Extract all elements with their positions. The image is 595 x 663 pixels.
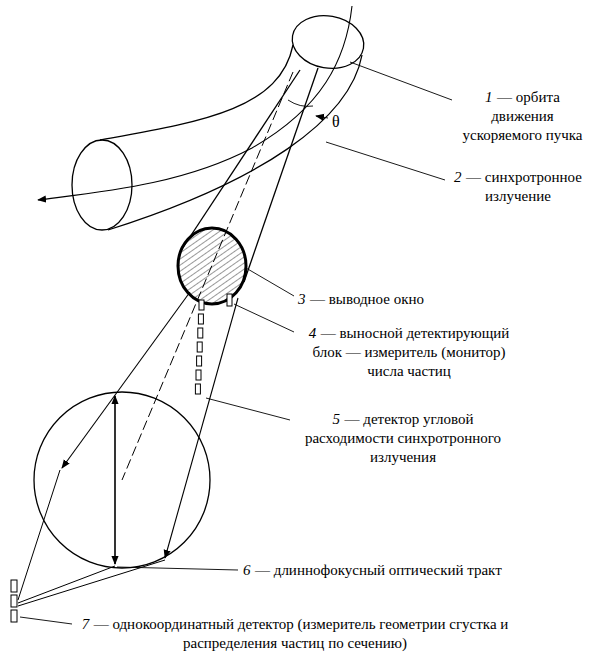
- leader-line: [326, 142, 445, 180]
- focus-ray: [18, 470, 60, 600]
- part-label: — длиннофокусный оптический тракт: [255, 562, 502, 578]
- chamber-end: [72, 140, 132, 230]
- leader-line: [234, 304, 294, 332]
- label-group: 7— однокоординатный детектор (измеритель…: [75, 615, 515, 653]
- leader-line: [350, 62, 452, 100]
- label-group: 5— детектор угловой расходимости синхрот…: [292, 410, 514, 466]
- exit-window: [178, 228, 246, 304]
- detector-cell: [198, 314, 203, 324]
- callout-number: 7: [82, 616, 90, 632]
- callout-number: 1: [485, 89, 493, 105]
- detector-cell: [199, 300, 204, 310]
- detector-cell: [197, 342, 202, 352]
- callout-number: 4: [309, 325, 317, 341]
- part-label: — синхротронное излучение: [466, 169, 582, 204]
- part-label: θ: [332, 113, 340, 130]
- leader-line: [117, 567, 238, 570]
- focus-ray: [18, 566, 115, 603]
- orbit-line: [38, 6, 352, 200]
- label-group: 3— выводное окно: [298, 290, 518, 309]
- callout-number: 3: [298, 291, 306, 307]
- chamber-edge: [108, 55, 362, 230]
- strip-detector: [11, 580, 17, 592]
- strip-detector: [11, 610, 17, 622]
- detector-cell: [197, 356, 202, 366]
- angle-arc: [288, 100, 313, 106]
- part-label: — орбита движения ускоряемого пучка: [462, 89, 582, 143]
- part-label: — выводное окно: [310, 291, 424, 307]
- label-group: 1— орбита движения ускоряемого пучка: [455, 88, 590, 144]
- divergence-detector: [195, 300, 204, 394]
- radiation-cone: [180, 70, 300, 252]
- leader-line: [246, 268, 294, 296]
- callout-number: 6: [243, 562, 251, 578]
- part-label: — выносной детектирующий блок — измерите…: [312, 325, 509, 379]
- lens-arrow: [114, 396, 116, 564]
- monitor-detector: [227, 294, 232, 306]
- beam-line: [62, 292, 190, 468]
- lens-circle: [34, 392, 210, 568]
- label-group: 2— синхротронное излучение: [448, 168, 588, 206]
- label-group: 6— длиннофокусный оптический тракт: [243, 561, 502, 580]
- detector-cell: [195, 384, 200, 394]
- leader-line: [206, 398, 290, 420]
- axis-line: [122, 72, 293, 480]
- label-group: 4— выносной детектирующий блок — измерит…: [298, 324, 520, 380]
- angle-arrow: [316, 116, 328, 118]
- part-label: — однокоординатный детектор (измеритель …: [94, 616, 509, 651]
- strip-detector: [11, 595, 17, 607]
- chamber-edge: [100, 45, 293, 140]
- callout-number: 2: [454, 169, 462, 185]
- focus-ray: [18, 560, 165, 606]
- label-group: θ: [332, 112, 340, 132]
- detector-cell: [196, 370, 201, 380]
- detector-cell: [198, 328, 203, 338]
- leader-line: [20, 617, 72, 624]
- callout-number: 5: [333, 411, 341, 427]
